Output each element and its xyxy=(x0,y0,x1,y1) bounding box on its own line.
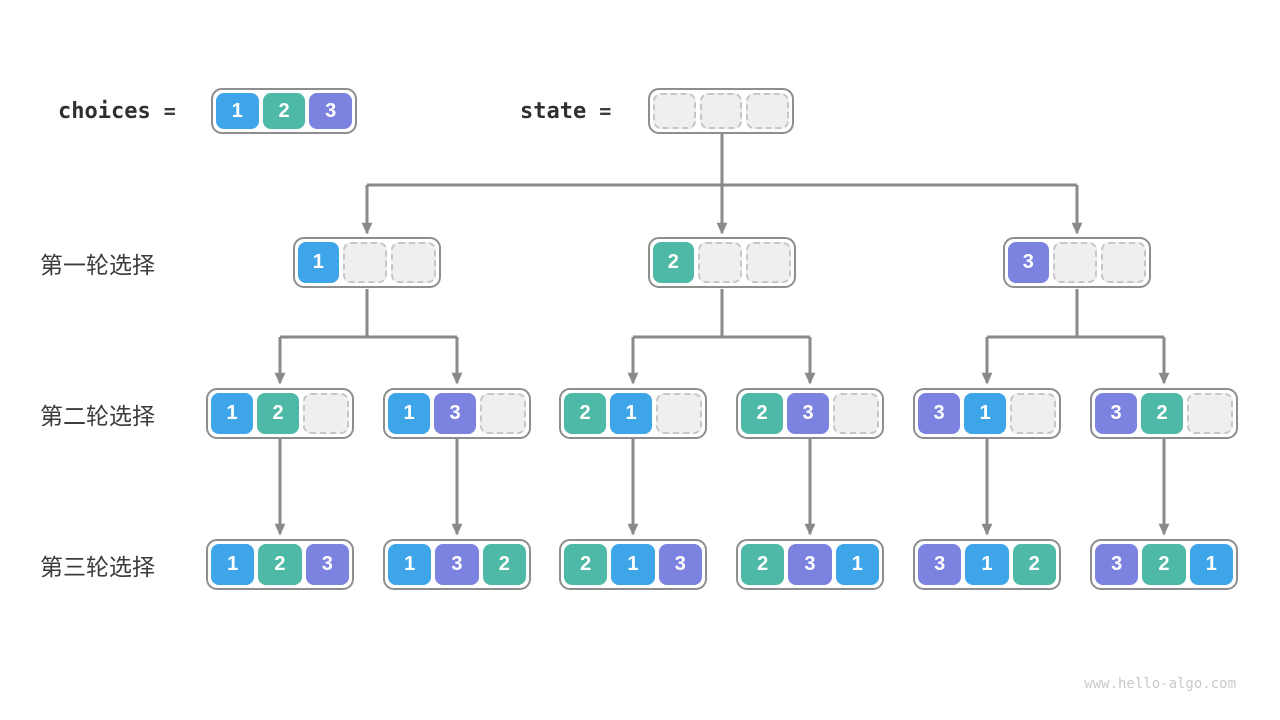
round2-node-23: 2 3 xyxy=(736,388,884,439)
array-cell xyxy=(746,242,792,283)
array-cell: 3 xyxy=(1095,544,1139,585)
array-cell xyxy=(653,93,696,129)
array-cell: 2 xyxy=(482,544,526,585)
array-cell: 3 xyxy=(1008,242,1049,283)
array-cell xyxy=(1052,242,1098,283)
array-cell: 3 xyxy=(305,544,349,585)
equals-sign: = xyxy=(599,99,612,123)
round1-node-1: 1 xyxy=(293,237,441,288)
row-label-round-2: 第二轮选择 xyxy=(40,402,155,429)
array-cell: 2 xyxy=(258,544,302,585)
array-cell: 1 xyxy=(388,544,432,585)
choices-array-box: 1 2 3 xyxy=(211,88,357,134)
array-cell xyxy=(656,393,702,434)
array-cell: 2 xyxy=(564,544,608,585)
array-cell: 2 xyxy=(1012,544,1056,585)
array-cell xyxy=(391,242,437,283)
array-cell xyxy=(697,242,743,283)
state-array-box xyxy=(648,88,794,134)
array-cell: 2 xyxy=(262,93,306,129)
round3-node-132: 1 3 2 xyxy=(383,539,531,590)
array-cell: 3 xyxy=(658,544,702,585)
array-cell: 3 xyxy=(788,544,832,585)
array-cell: 3 xyxy=(787,393,829,434)
array-cell: 2 xyxy=(741,544,785,585)
array-cell xyxy=(1187,393,1233,434)
row-label-round-3: 第三轮选择 xyxy=(40,553,155,580)
array-cell: 2 xyxy=(1141,393,1183,434)
array-cell: 1 xyxy=(964,393,1006,434)
state-equation-label: state = xyxy=(520,88,611,134)
array-cell xyxy=(1101,242,1147,283)
array-cell: 1 xyxy=(216,93,259,129)
array-cell xyxy=(833,393,879,434)
round2-node-21: 2 1 xyxy=(559,388,707,439)
array-cell xyxy=(480,393,526,434)
array-cell xyxy=(342,242,388,283)
round3-node-231: 2 3 1 xyxy=(736,539,884,590)
array-cell: 3 xyxy=(918,393,960,434)
array-cell: 3 xyxy=(434,393,476,434)
choices-equation-label: choices = xyxy=(58,88,176,134)
round3-node-312: 3 1 2 xyxy=(913,539,1061,590)
array-cell: 1 xyxy=(610,393,652,434)
array-cell: 1 xyxy=(211,544,255,585)
array-cell: 2 xyxy=(741,393,783,434)
round3-node-123: 1 2 3 xyxy=(206,539,354,590)
round1-node-2: 2 xyxy=(648,237,796,288)
row-label-round-1: 第一轮选择 xyxy=(40,251,155,278)
array-cell: 1 xyxy=(388,393,430,434)
array-cell xyxy=(699,93,743,129)
round1-node-3: 3 xyxy=(1003,237,1151,288)
array-cell: 1 xyxy=(1189,544,1233,585)
array-cell: 2 xyxy=(1142,544,1186,585)
array-cell: 1 xyxy=(835,544,879,585)
array-cell: 1 xyxy=(611,544,655,585)
array-cell: 3 xyxy=(309,93,353,129)
array-cell: 2 xyxy=(653,242,694,283)
round2-node-32: 3 2 xyxy=(1090,388,1238,439)
array-cell xyxy=(1010,393,1056,434)
array-cell xyxy=(746,93,790,129)
array-cell: 2 xyxy=(564,393,606,434)
array-cell: 3 xyxy=(1095,393,1137,434)
state-label: state xyxy=(520,98,587,124)
array-cell: 1 xyxy=(298,242,339,283)
choices-label: choices xyxy=(58,98,151,124)
round2-node-31: 3 1 xyxy=(913,388,1061,439)
array-cell: 1 xyxy=(965,544,1009,585)
equals-sign: = xyxy=(163,99,176,123)
array-cell: 2 xyxy=(257,393,299,434)
array-cell: 1 xyxy=(211,393,253,434)
array-cell: 3 xyxy=(435,544,479,585)
array-cell xyxy=(303,393,349,434)
round2-node-13: 1 3 xyxy=(383,388,531,439)
round3-node-321: 3 2 1 xyxy=(1090,539,1238,590)
round2-node-12: 1 2 xyxy=(206,388,354,439)
round3-node-213: 2 1 3 xyxy=(559,539,707,590)
array-cell: 3 xyxy=(918,544,962,585)
watermark: www.hello-algo.com xyxy=(1084,676,1236,692)
